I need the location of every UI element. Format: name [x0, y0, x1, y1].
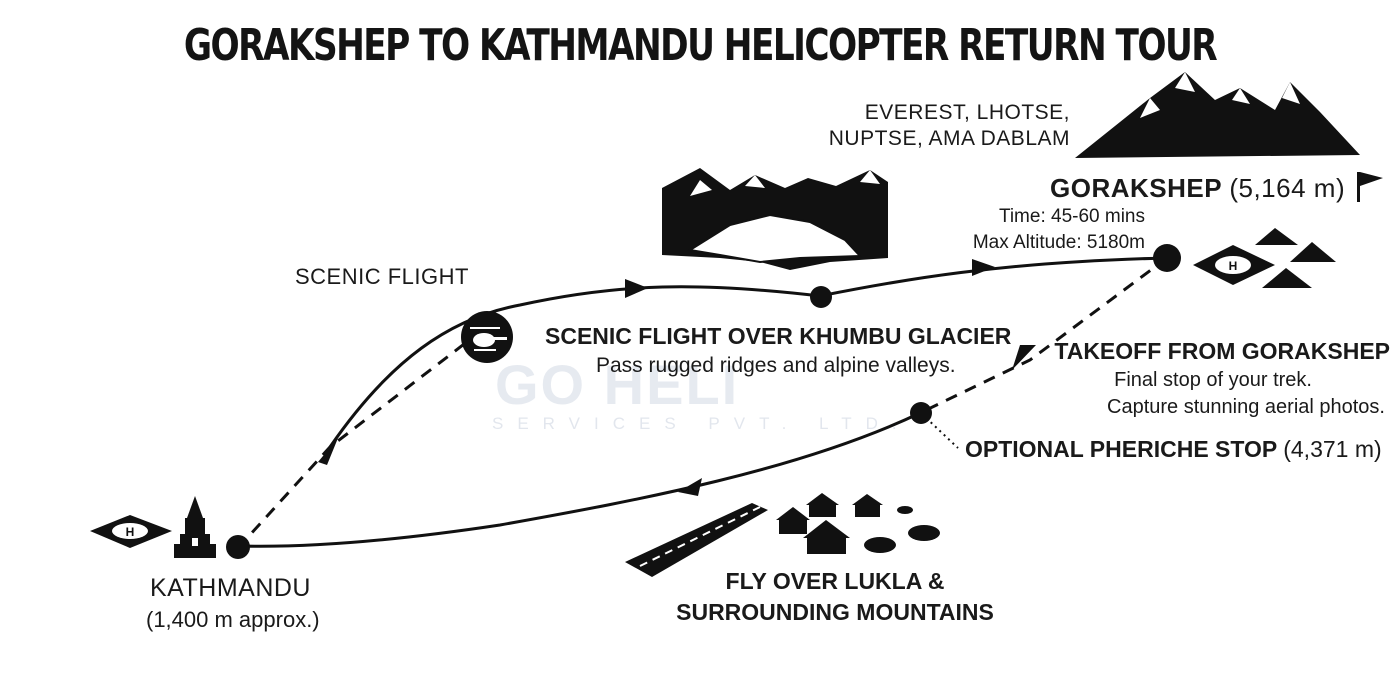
village-house-icon [776, 493, 883, 554]
gorakshep-altitude: (5,164 m) [1229, 173, 1346, 203]
pheriche-label: OPTIONAL PHERICHE STOP (4,371 m) [965, 436, 1382, 463]
lukla-label: FLY OVER LUKLA & SURROUNDING MOUNTAINS [660, 566, 1010, 628]
kathmandu-name: KATHMANDU [150, 574, 311, 602]
peaks-line-1: EVEREST, LHOTSE, [864, 101, 1070, 124]
gorakshep-name: GORAKSHEP [1050, 173, 1222, 203]
peaks-label: EVEREST, LHOTSE, NUPTSE, AMA DABLAM [829, 100, 1070, 152]
takeoff-line-1: Final stop of your trek. [1114, 369, 1312, 391]
route-return-arc [237, 411, 921, 548]
flag-icon [1357, 172, 1383, 202]
khumbu-subtitle: Pass rugged ridges and alpine valleys. [596, 354, 956, 377]
stupa-icon [174, 496, 216, 558]
route-arrow [625, 279, 648, 298]
pheriche-leader [921, 413, 959, 449]
scenic-flight-label: SCENIC FLIGHT [295, 264, 469, 289]
yak-icon [864, 506, 940, 553]
takeoff-title: TAKEOFF FROM GORAKSHEP [1054, 338, 1390, 364]
glacier-icon [662, 168, 888, 270]
route-dashed-kathmandu [236, 336, 473, 550]
waypoint-gorakshep [1153, 244, 1181, 272]
gorakshep-info: Time: 45-60 mins Max Altitude: 5180m [973, 204, 1145, 256]
helipad-icon: H [1193, 245, 1275, 285]
runway-icon [625, 503, 768, 577]
svg-text:H: H [126, 525, 135, 539]
helipad-icon: H [90, 515, 172, 548]
mountain-range-icon [1075, 72, 1360, 158]
route-arrow [972, 259, 995, 276]
kathmandu-altitude: (1,400 m approx.) [146, 607, 320, 632]
peaks-line-2: NUPTSE, AMA DABLAM [828, 127, 1070, 150]
flight-time: Time: 45-60 mins [998, 206, 1145, 227]
lukla-line-1: FLY OVER LUKLA & [725, 568, 945, 594]
route-arrow [1012, 345, 1036, 370]
pheriche-altitude: (4,371 m) [1283, 436, 1382, 462]
waypoint-kathmandu [226, 535, 250, 559]
pheriche-name: OPTIONAL PHERICHE STOP [965, 436, 1277, 462]
helicopter-icon [461, 311, 513, 363]
gorakshep-label: GORAKSHEP (5,164 m) [1050, 173, 1345, 204]
route-dashed-gorakshep [919, 256, 1168, 415]
max-altitude: Max Altitude: 5180m [972, 232, 1145, 253]
page-title: GORAKSHEP TO KATHMANDU HELICOPTER RETURN… [183, 20, 1218, 71]
khumbu-title: SCENIC FLIGHT OVER KHUMBU GLACIER [545, 323, 1012, 349]
watermark-subtitle: SERVICES PVT. LTD. [492, 414, 911, 433]
route-arrow [678, 478, 702, 496]
takeoff-line-2: Capture stunning aerial photos. [1107, 396, 1385, 418]
lukla-line-2: SURROUNDING MOUNTAINS [676, 599, 994, 625]
tent-icon [1255, 228, 1336, 288]
waypoint-khumbu [810, 286, 832, 308]
waypoint-pheriche [910, 402, 932, 424]
watermark-brand: GO HELI [495, 353, 740, 416]
svg-text:H: H [1229, 259, 1238, 273]
